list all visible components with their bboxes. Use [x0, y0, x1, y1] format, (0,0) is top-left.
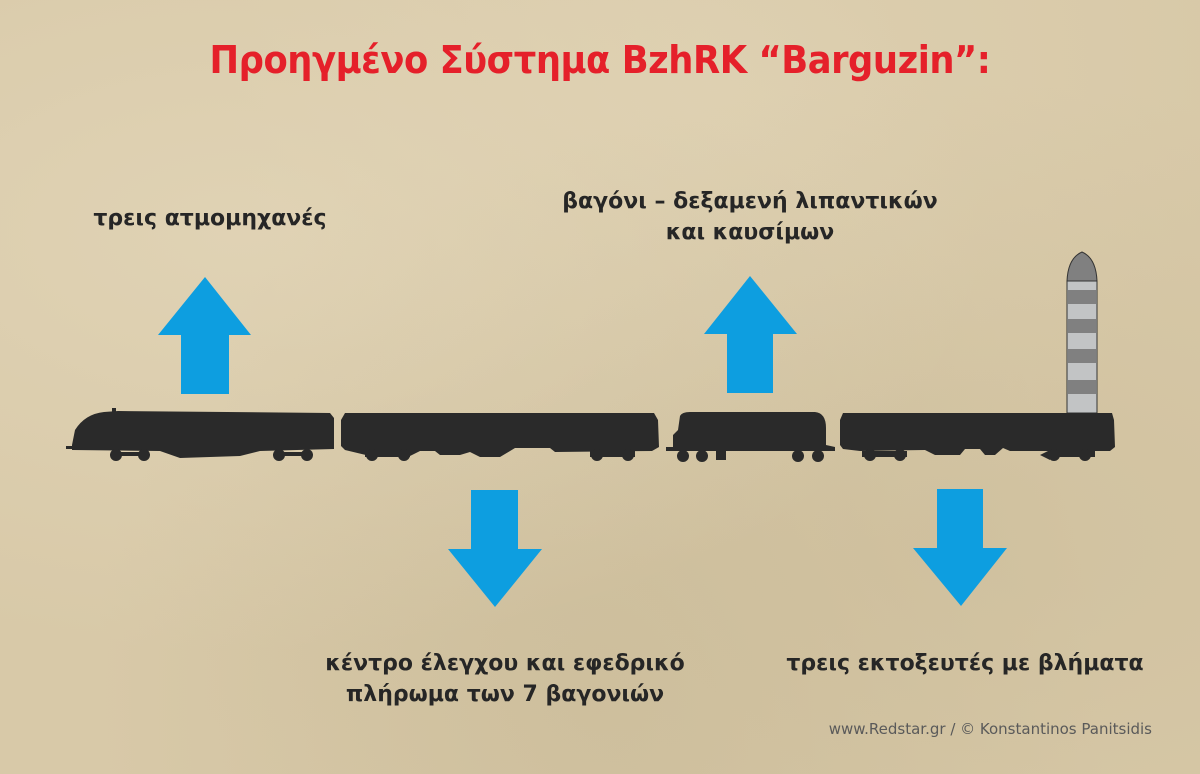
label-command-car: κέντρο έλεγχου και εφεδρικό πλήρωμα των …	[280, 648, 730, 710]
label-locomotives-text: τρεις ατμομηχανές	[93, 206, 327, 231]
label-command-line2: πλήρωμα των 7 βαγονιών	[345, 682, 665, 707]
arrow-up-locomotives-icon	[158, 277, 251, 394]
credit-text: www.Redstar.gr / © Konstantinos Panitsid…	[828, 720, 1152, 738]
label-launchers: τρεις εκτοξευτές με βλήματα	[755, 648, 1175, 679]
label-tank-car-line1: βαγόνι – δεξαμενή λιπαντικών	[562, 189, 938, 214]
command-car-icon	[341, 413, 659, 461]
launcher-car-icon	[840, 413, 1115, 461]
locomotive-icon	[66, 408, 334, 461]
page-title: Προηγμένο Σύστημα BzhRK “Barguzin”:	[209, 38, 991, 82]
arrow-down-launcher-car-icon	[913, 489, 1007, 606]
missile-icon	[1066, 251, 1098, 414]
arrow-down-command-car-icon	[448, 490, 542, 607]
label-locomotives: τρεις ατμομηχανές	[70, 203, 350, 234]
arrow-up-tank-car-icon	[704, 276, 797, 393]
label-tank-car: βαγόνι – δεξαμενή λιπαντικών και καυσίμω…	[520, 186, 980, 248]
tank-car-icon	[666, 412, 835, 462]
label-tank-car-line2: και καυσίμων	[665, 220, 835, 245]
label-launchers-text: τρεις εκτοξευτές με βλήματα	[786, 651, 1144, 676]
label-command-line1: κέντρο έλεγχου και εφεδρικό	[325, 651, 685, 676]
